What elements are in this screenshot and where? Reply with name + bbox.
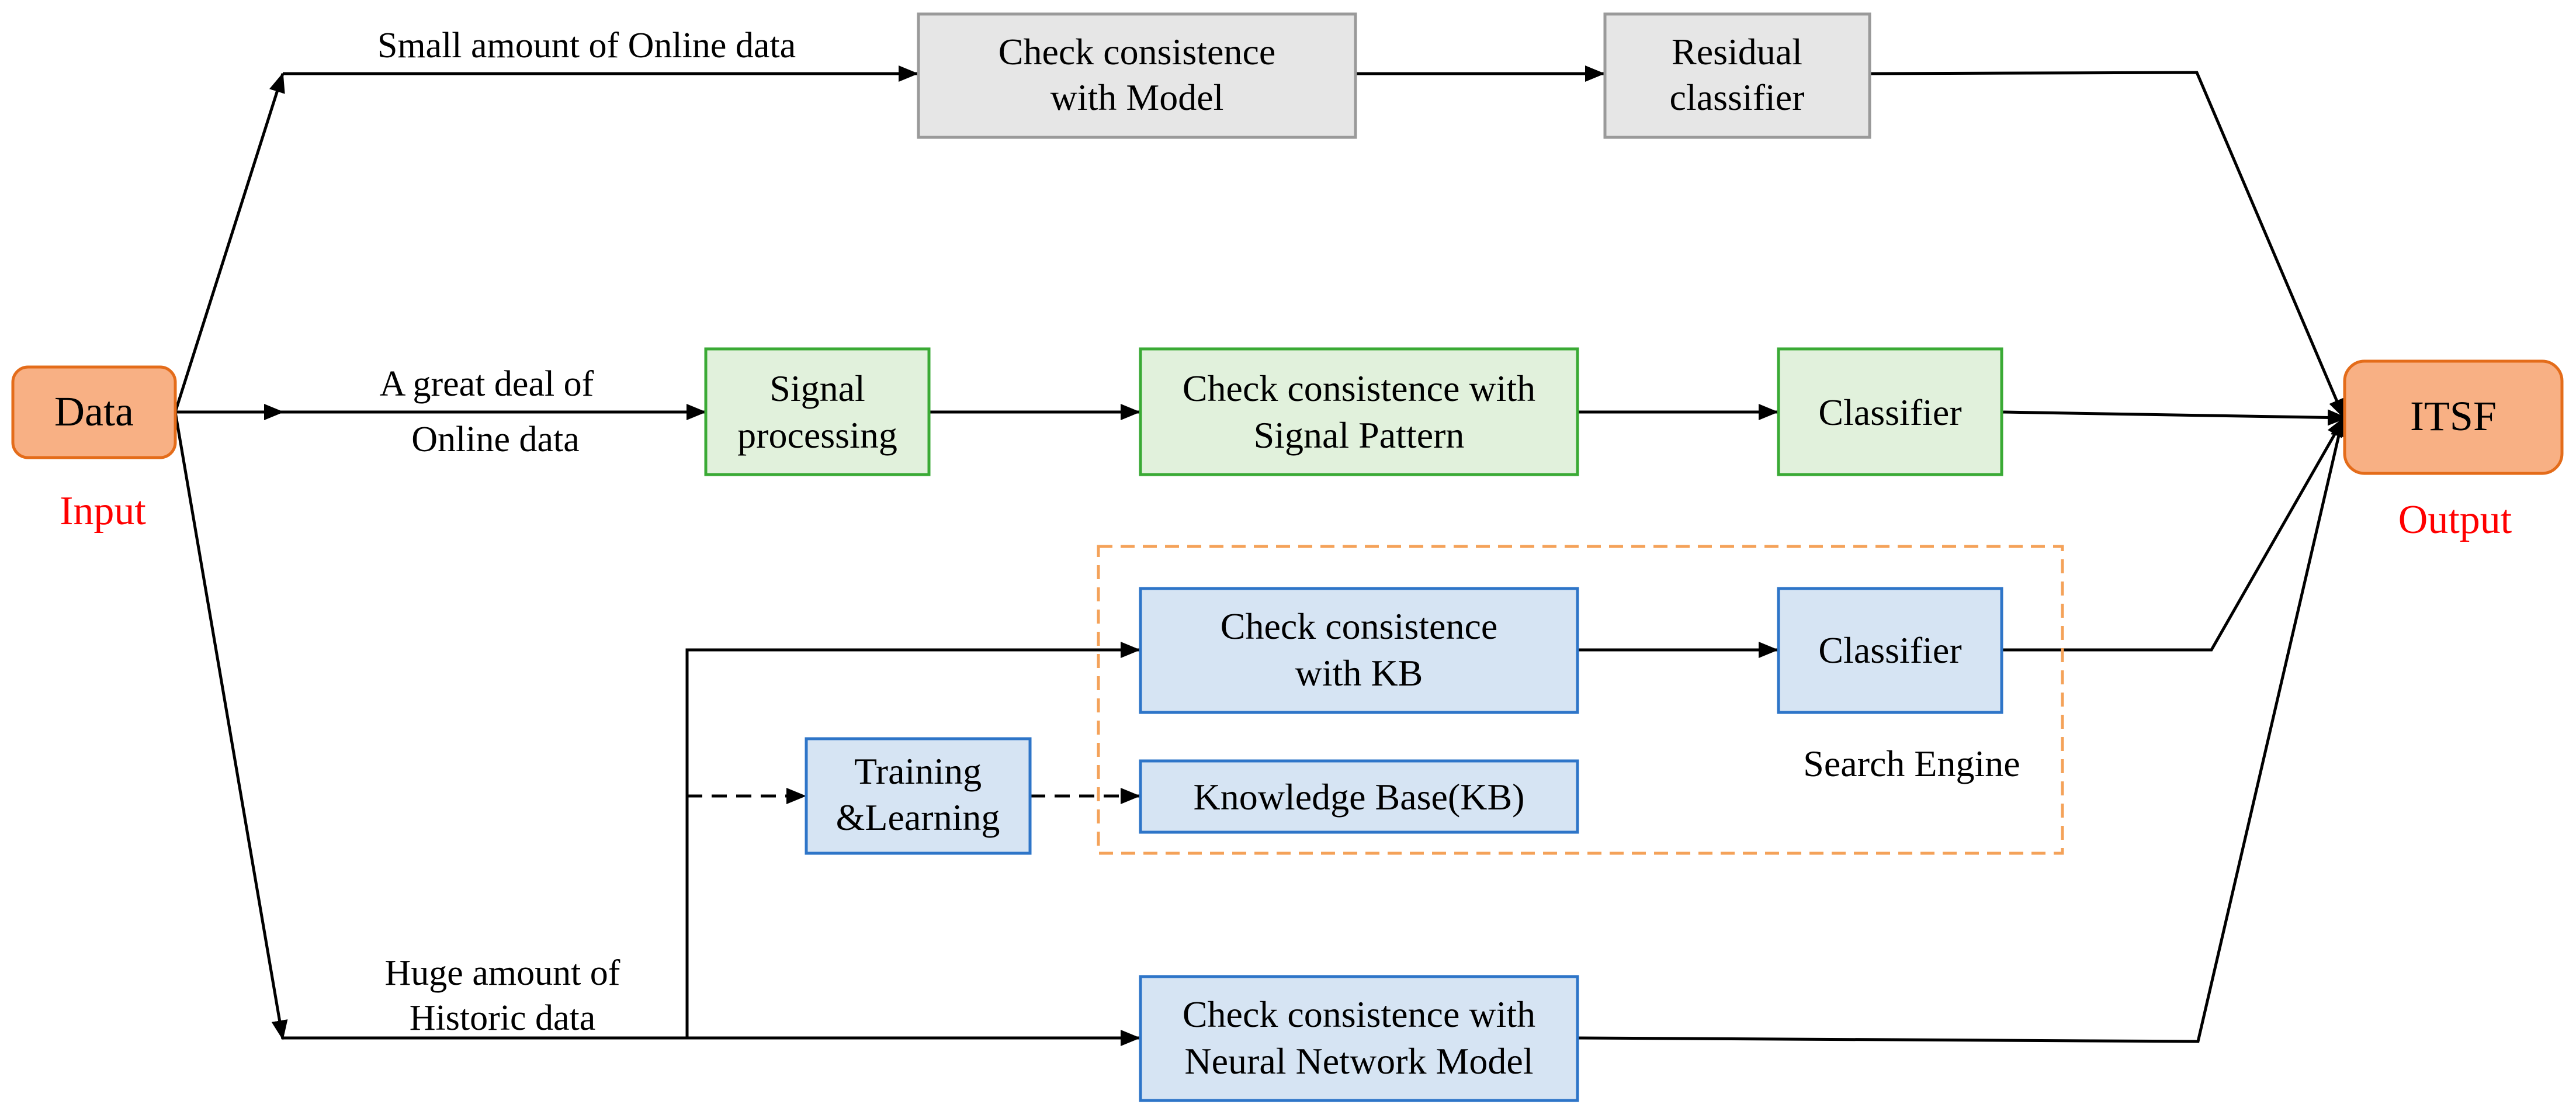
edge-classifier-blue-to-itsf	[2002, 417, 2346, 652]
edge-label-huge-2: Historic data	[410, 998, 596, 1038]
edge-label-great-deal-2: Online data	[411, 420, 580, 459]
edge-label-great-deal-1: A great deal of	[380, 364, 594, 404]
node-classifier-green-line1: Classifier	[1818, 392, 1961, 433]
edge-classifier-to-itsf	[2001, 409, 2348, 426]
edges	[174, 65, 2348, 1046]
edge-data-to-lower	[174, 411, 288, 1040]
search-engine-group	[1097, 545, 2064, 855]
node-residual-classifier-line2: classifier	[1670, 77, 1805, 118]
edge-check-nn-to-itsf	[1577, 417, 2347, 1043]
node-check-signal-pattern-line2: Signal Pattern	[1254, 414, 1465, 456]
node-signal-processing: Signal processing	[704, 347, 931, 476]
input-node-label: Data	[54, 388, 134, 435]
node-check-nn: Check consistence with Neural Network Mo…	[1139, 975, 1579, 1102]
node-signal-processing-line2: processing	[737, 414, 897, 456]
node-training-learning: Training &Learning	[805, 737, 1032, 855]
edge-branch-to-check-kb	[685, 642, 1140, 1038]
node-check-model-line1: Check consistence	[998, 31, 1276, 72]
edge-data-to-upper	[174, 72, 285, 413]
node-check-nn-line2: Neural Network Model	[1184, 1040, 1533, 1082]
node-check-signal-pattern: Check consistence with Signal Pattern	[1139, 347, 1579, 476]
node-classifier-blue-line1: Classifier	[1818, 629, 1961, 671]
node-check-kb-line2: with KB	[1295, 652, 1423, 694]
node-check-signal-pattern-line1: Check consistence with	[1183, 368, 1535, 409]
output-node: ITSF	[2343, 359, 2564, 475]
node-training-learning-line2: &Learning	[836, 797, 1000, 838]
node-training-learning-line1: Training	[854, 750, 982, 792]
node-residual-classifier-line1: Residual	[1672, 31, 1802, 72]
node-classifier-green: Classifier	[1777, 347, 2003, 476]
edge-label-small-online: Small amount of Online data	[377, 26, 796, 65]
node-knowledge-base: Knowledge Base(KB)	[1139, 759, 1579, 834]
node-knowledge-base-line1: Knowledge Base(KB)	[1194, 776, 1525, 818]
output-caption: Output	[2398, 497, 2512, 542]
node-residual-classifier: Residual classifier	[1603, 12, 1871, 139]
node-check-nn-line1: Check consistence with	[1183, 994, 1535, 1035]
node-check-kb-line1: Check consistence	[1221, 605, 1498, 647]
input-caption: Input	[60, 489, 146, 534]
node-classifier-blue: Classifier	[1777, 587, 2003, 714]
node-check-kb: Check consistence with KB	[1139, 587, 1579, 714]
search-engine-label: Search Engine	[1803, 743, 2020, 784]
edge-residual-to-itsf	[1869, 71, 2346, 419]
edge-label-huge-1: Huge amount of	[385, 953, 620, 993]
output-node-label: ITSF	[2410, 393, 2497, 439]
node-check-model: Check consistence with Model	[917, 12, 1357, 139]
input-node: Data	[11, 365, 177, 459]
node-signal-processing-line1: Signal	[769, 368, 865, 409]
node-check-model-line2: with Model	[1050, 77, 1224, 118]
